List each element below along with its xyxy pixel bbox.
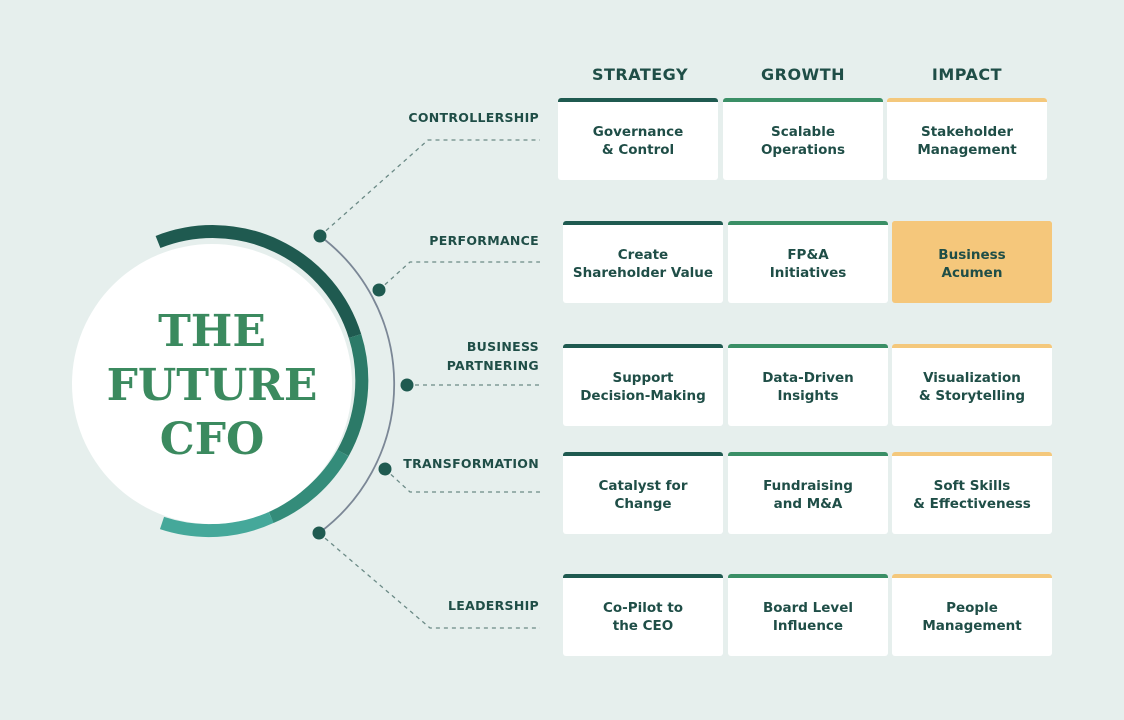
cell-text-line: Influence bbox=[772, 617, 844, 634]
row-label-line: TRANSFORMATION bbox=[403, 456, 539, 471]
cell-text-line: Change bbox=[614, 495, 672, 512]
cell-text-line: Shareholder Value bbox=[572, 264, 714, 281]
connector-controllership bbox=[319, 139, 540, 237]
row-label-transformation: TRANSFORMATION bbox=[403, 454, 539, 473]
strategy-accent-bar bbox=[563, 574, 723, 578]
cell-business-acumen: Business Acumen bbox=[892, 221, 1052, 303]
cell-catalyst-for-change: Catalyst for Change bbox=[563, 452, 723, 534]
column-header-impact: IMPACT bbox=[931, 65, 1003, 84]
connector-arc bbox=[318, 235, 396, 534]
cell-create-shareholder-value: Create Shareholder Value bbox=[563, 221, 723, 303]
cell-support-decision-making: Support Decision-Making bbox=[563, 344, 723, 426]
row-label-controllership: CONTROLLERSHIP bbox=[408, 108, 539, 127]
ring-segment-light bbox=[159, 511, 274, 538]
cell-text-line: People bbox=[946, 599, 998, 616]
connector-performance bbox=[378, 261, 540, 291]
cell-board-level-influence: Board Level Influence bbox=[728, 574, 888, 656]
cell-text-line: Support bbox=[612, 369, 674, 386]
row-label-line: PERFORMANCE bbox=[429, 233, 539, 248]
cell-text-line: FP&A bbox=[787, 246, 829, 263]
cell-text-line: Business bbox=[938, 246, 1006, 263]
cell-stakeholder-management: Stakeholder Management bbox=[887, 98, 1047, 180]
cell-text-line: Visualization bbox=[923, 369, 1021, 386]
growth-accent-bar bbox=[728, 221, 888, 225]
impact-accent-bar bbox=[887, 98, 1047, 102]
node-leadership bbox=[312, 526, 326, 540]
cell-text-line: Stakeholder bbox=[920, 123, 1014, 140]
cell-data-driven-insights: Data-Driven Insights bbox=[728, 344, 888, 426]
cell-text-line: Scalable bbox=[770, 123, 836, 140]
row-label-line: CONTROLLERSHIP bbox=[408, 110, 539, 125]
title-circle bbox=[72, 244, 352, 524]
cell-fpa-initiatives: FP&A Initiatives bbox=[728, 221, 888, 303]
impact-accent-bar bbox=[892, 452, 1052, 456]
ring-segment-teal bbox=[268, 449, 349, 523]
strategy-accent-bar bbox=[558, 98, 718, 102]
cell-text-line: Insights bbox=[777, 387, 839, 404]
connector-leadership bbox=[318, 532, 540, 629]
cell-text-line: Create bbox=[617, 246, 669, 263]
cell-text-line: Decision-Making bbox=[580, 387, 706, 404]
cell-text-line: Operations bbox=[760, 141, 846, 158]
cell-fundraising-ma: Fundraising and M&A bbox=[728, 452, 888, 534]
cell-co-pilot-to-ceo: Co-Pilot to the CEO bbox=[563, 574, 723, 656]
node-controllership bbox=[313, 229, 327, 243]
node-business-partnering bbox=[400, 378, 414, 392]
growth-accent-bar bbox=[728, 344, 888, 348]
connector-transformation bbox=[384, 468, 540, 493]
impact-accent-bar bbox=[892, 221, 1052, 225]
cell-text-line: & Effectiveness bbox=[913, 495, 1031, 512]
cell-text-line: Management bbox=[917, 141, 1017, 158]
cell-text-line: Soft Skills bbox=[933, 477, 1011, 494]
cell-scalable-operations: Scalable Operations bbox=[723, 98, 883, 180]
title-line-1: THE bbox=[158, 306, 266, 357]
cell-text-line: Board Level bbox=[762, 599, 854, 616]
column-header-growth: GROWTH bbox=[760, 65, 845, 84]
node-performance bbox=[372, 283, 386, 297]
growth-accent-bar bbox=[723, 98, 883, 102]
cell-text-line: Catalyst for bbox=[598, 477, 688, 494]
growth-accent-bar bbox=[728, 574, 888, 578]
cell-text-line: Fundraising bbox=[763, 477, 853, 494]
row-label-leadership: LEADERSHIP bbox=[448, 596, 539, 615]
ring-segment-dark bbox=[155, 225, 362, 338]
row-label-performance: PERFORMANCE bbox=[429, 231, 539, 250]
ring-segment-mid bbox=[337, 334, 369, 457]
impact-accent-bar bbox=[892, 574, 1052, 578]
cell-visualization-storytelling: Visualization & Storytelling bbox=[892, 344, 1052, 426]
cell-text-line: Management bbox=[922, 617, 1022, 634]
cell-text-line: Acumen bbox=[941, 264, 1003, 281]
row-label-line: BUSINESS bbox=[466, 339, 539, 354]
strategy-accent-bar bbox=[563, 221, 723, 225]
cell-text-line: Co-Pilot to bbox=[602, 599, 684, 616]
node-transformation bbox=[378, 462, 392, 476]
cell-people-management: People Management bbox=[892, 574, 1052, 656]
cell-governance-control: Governance & Control bbox=[558, 98, 718, 180]
row-label-line: PARTNERING bbox=[446, 358, 539, 373]
growth-accent-bar bbox=[728, 452, 888, 456]
title-line-2: FUTURE bbox=[107, 360, 318, 411]
title-line-3: CFO bbox=[160, 414, 265, 465]
cell-text-line: and M&A bbox=[773, 495, 843, 512]
cell-text-line: Initiatives bbox=[769, 264, 847, 281]
cell-text-line: & Storytelling bbox=[918, 387, 1026, 404]
strategy-accent-bar bbox=[563, 344, 723, 348]
cell-soft-skills-effectiveness: Soft Skills & Effectiveness bbox=[892, 452, 1052, 534]
row-label-line: LEADERSHIP bbox=[448, 598, 539, 613]
cell-text-line: & Control bbox=[601, 141, 675, 158]
cell-text-line: Data-Driven bbox=[762, 369, 854, 386]
row-label-business-partnering: BUSINESS PARTNERING bbox=[447, 337, 539, 375]
impact-accent-bar bbox=[892, 344, 1052, 348]
cell-text-line: the CEO bbox=[612, 617, 674, 634]
cell-text-line: Governance bbox=[592, 123, 684, 140]
strategy-accent-bar bbox=[563, 452, 723, 456]
column-header-strategy: STRATEGY bbox=[591, 65, 689, 84]
